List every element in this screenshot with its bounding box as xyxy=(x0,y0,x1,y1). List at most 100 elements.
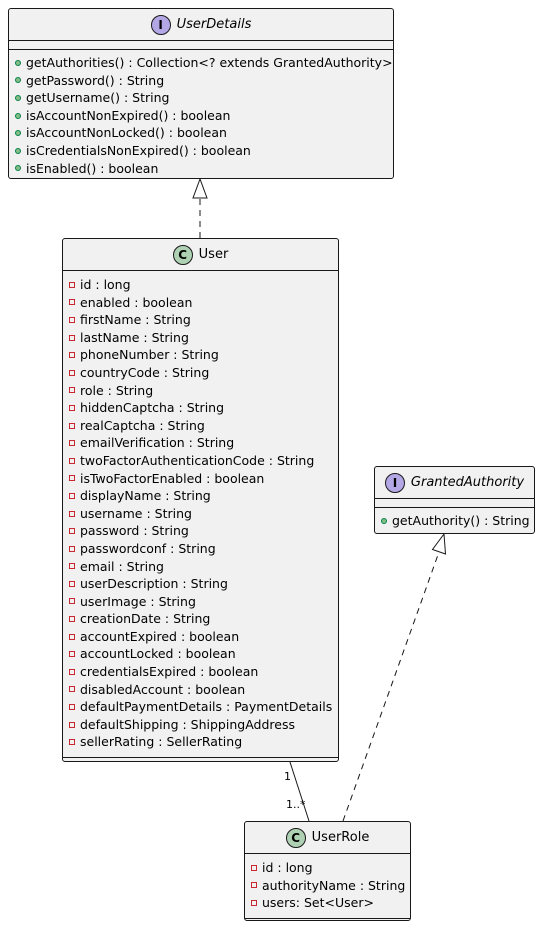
class-name: UserDetails xyxy=(176,17,252,32)
method-row: isAccountNonExpired() : boolean xyxy=(15,107,393,125)
private-visibility-icon xyxy=(69,316,75,323)
public-visibility-icon xyxy=(15,77,21,84)
method-row-text: isCredentialsNonExpired() : boolean xyxy=(26,142,251,158)
private-visibility-icon xyxy=(69,404,75,411)
public-visibility-icon xyxy=(15,165,21,172)
attribute-row-text: password : String xyxy=(80,523,189,539)
private-visibility-icon xyxy=(69,492,75,499)
private-visibility-icon xyxy=(69,563,75,570)
method-row-text: getPassword() : String xyxy=(26,72,165,88)
attribute-row-text: passwordconf : String xyxy=(80,540,216,556)
attribute-row: realCaptcha : String xyxy=(69,417,338,435)
public-visibility-icon xyxy=(15,112,21,119)
class-name: GrantedAuthority xyxy=(410,475,525,490)
class-box-userrole[interactable]: C UserRole id : long authorityName : Stri… xyxy=(244,821,411,921)
attribute-row-text: id : long xyxy=(262,860,313,875)
private-visibility-icon xyxy=(69,598,75,605)
public-visibility-icon xyxy=(15,147,21,154)
attribute-row-text: realCaptcha : String xyxy=(80,417,205,433)
attribute-row: isTwoFactorEnabled : boolean xyxy=(69,470,338,488)
private-visibility-icon xyxy=(69,387,75,394)
method-row-text: isAccountNonLocked() : boolean xyxy=(26,125,227,141)
attribute-row: phoneNumber : String xyxy=(69,346,338,364)
attribute-row: accountExpired : boolean xyxy=(69,628,338,646)
attribute-row: id : long xyxy=(69,276,338,294)
method-row: isAccountNonLocked() : boolean xyxy=(15,124,393,142)
attribute-row: displayName : String xyxy=(69,487,338,505)
attribute-row: hiddenCaptcha : String xyxy=(69,399,338,417)
attribute-row-text: displayName : String xyxy=(80,488,211,504)
private-visibility-icon xyxy=(69,686,75,693)
attribute-row: sellerRating : SellerRating xyxy=(69,733,338,751)
private-visibility-icon xyxy=(69,633,75,640)
interface-icon: I xyxy=(384,472,405,493)
private-visibility-icon xyxy=(69,299,75,306)
class-header: C User xyxy=(63,239,338,271)
attribute-row-text: role : String xyxy=(80,382,154,398)
method-row-text: isEnabled() : boolean xyxy=(26,160,159,176)
attribute-row-text: twoFactorAuthenticationCode : String xyxy=(80,452,315,468)
attribute-row: credentialsExpired : boolean xyxy=(69,663,338,681)
private-visibility-icon xyxy=(251,864,257,871)
attribute-row: countryCode : String xyxy=(69,364,338,382)
private-visibility-icon xyxy=(69,440,75,447)
private-visibility-icon xyxy=(69,369,75,376)
attribute-row: twoFactorAuthenticationCode : String xyxy=(69,452,338,470)
class-name: User xyxy=(198,247,229,262)
attribute-row: users: Set<User> xyxy=(251,894,410,912)
attribute-row: email : String xyxy=(69,558,338,576)
attribute-row-text: enabled : boolean xyxy=(80,294,193,310)
private-visibility-icon xyxy=(69,334,75,341)
class-header: C UserRole xyxy=(245,822,410,854)
public-visibility-icon xyxy=(15,94,21,101)
private-visibility-icon xyxy=(69,510,75,517)
attribute-row: id : long xyxy=(251,859,410,877)
private-visibility-icon xyxy=(69,457,75,464)
realization-arrowhead-userdetails xyxy=(192,177,208,199)
attribute-row-text: email : String xyxy=(80,558,164,574)
multiplicity-userrole: 1..* xyxy=(286,798,306,811)
method-row-text: getAuthorities() : Collection<? extends … xyxy=(26,55,393,70)
attribute-row: passwordconf : String xyxy=(69,540,338,558)
private-visibility-icon xyxy=(69,580,75,587)
interface-icon: I xyxy=(150,14,171,35)
attributes-compartment xyxy=(9,41,393,50)
attribute-row-text: authorityName : String xyxy=(262,877,406,893)
attribute-row-text: username : String xyxy=(80,505,192,521)
method-row-text: getAuthority() : String xyxy=(392,513,530,528)
attribute-row-text: firstName : String xyxy=(80,312,191,328)
method-row-text: getUsername() : String xyxy=(26,90,170,106)
attribute-row: firstName : String xyxy=(69,311,338,329)
attribute-row-text: defaultShipping : ShippingAddress xyxy=(80,716,295,732)
attribute-row: defaultShipping : ShippingAddress xyxy=(69,716,338,734)
private-visibility-icon xyxy=(69,422,75,429)
attribute-row-text: sellerRating : SellerRating xyxy=(80,734,243,750)
private-visibility-icon xyxy=(69,668,75,675)
attribute-row: emailVerification : String xyxy=(69,434,338,452)
class-header: I UserDetails xyxy=(9,9,393,41)
class-icon: C xyxy=(172,244,193,265)
attribute-row-text: userDescription : String xyxy=(80,576,228,592)
attribute-row: accountLocked : boolean xyxy=(69,645,338,663)
private-visibility-icon xyxy=(251,899,257,906)
private-visibility-icon xyxy=(69,352,75,359)
public-visibility-icon xyxy=(15,59,21,66)
attribute-row: lastName : String xyxy=(69,329,338,347)
class-box-userdetails[interactable]: I UserDetails getAuthorities() : Collect… xyxy=(8,8,394,179)
attribute-row-text: userImage : String xyxy=(80,593,196,609)
class-box-grantedauthority[interactable]: I GrantedAuthority getAuthority() : Stri… xyxy=(374,466,535,534)
public-visibility-icon xyxy=(15,130,21,137)
method-row: getPassword() : String xyxy=(15,72,393,90)
attribute-row: userDescription : String xyxy=(69,575,338,593)
attribute-row-text: defaultPaymentDetails : PaymentDetails xyxy=(80,699,333,715)
attribute-row: enabled : boolean xyxy=(69,294,338,312)
private-visibility-icon xyxy=(69,739,75,746)
association-user-userrole xyxy=(289,761,310,822)
attribute-row-text: countryCode : String xyxy=(80,364,210,380)
method-row-text: isAccountNonExpired() : boolean xyxy=(26,107,231,123)
method-row: getAuthorities() : Collection<? extends … xyxy=(15,54,393,72)
attribute-row-text: emailVerification : String xyxy=(80,435,235,451)
